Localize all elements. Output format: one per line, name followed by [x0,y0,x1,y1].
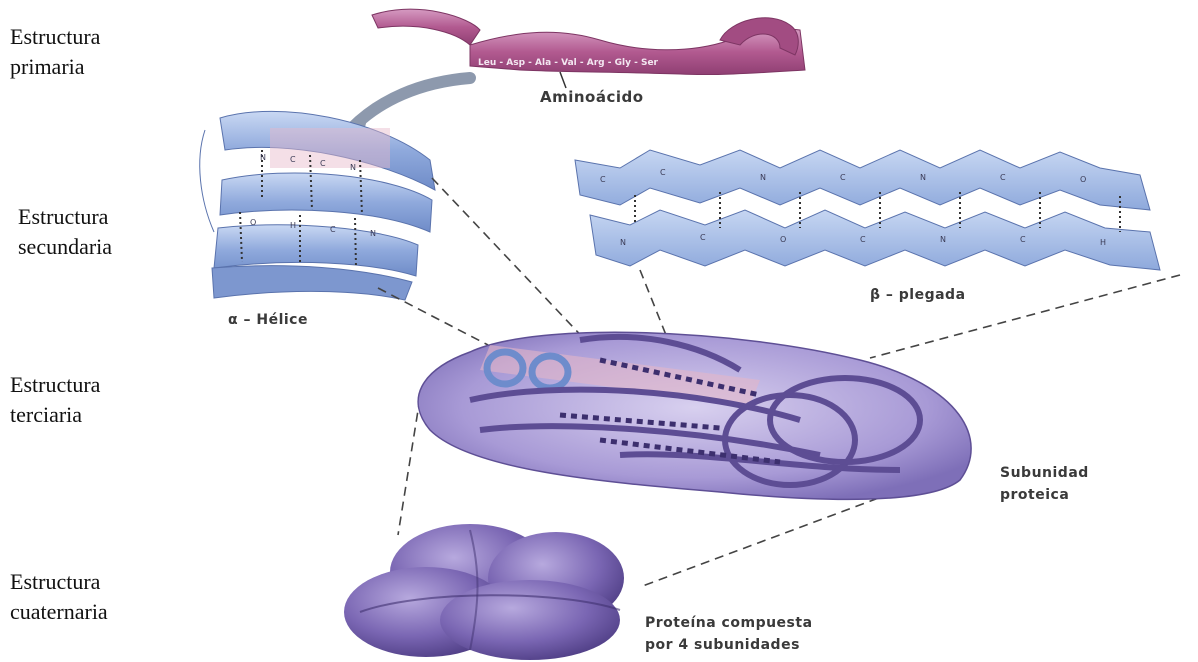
caption-beta-sheet: β – plegada [870,284,966,306]
primary-sequence-text: Leu - Asp - Ala - Val - Arg - Gly - Ser [478,58,659,68]
svg-text:N: N [620,238,626,247]
svg-text:C: C [290,155,296,164]
svg-text:O: O [1080,175,1086,184]
caption-protein-subunit: Subunidad proteica [1000,462,1089,506]
svg-text:O: O [780,235,786,244]
svg-text:C: C [1000,173,1006,182]
svg-text:N: N [760,173,766,182]
caption-amino-acid: Aminoácido [540,86,644,108]
svg-text:O: O [250,218,256,227]
caption-tetramer-protein: Proteína compuesta por 4 subunidades [645,612,813,656]
svg-text:C: C [320,159,326,168]
svg-text:N: N [370,229,376,238]
caption-alpha-helix: α – Hélice [228,309,308,331]
primary-ribbon: Leu - Asp - Ala - Val - Arg - Gly - Ser [372,9,805,88]
svg-text:C: C [860,235,866,244]
svg-text:C: C [660,168,666,177]
svg-text:C: C [600,175,606,184]
beta-sheet: C C N C N C O N C O C N C H [575,150,1160,270]
svg-text:H: H [290,221,296,230]
svg-text:C: C [330,225,336,234]
svg-text:N: N [940,235,946,244]
svg-text:C: C [840,173,846,182]
svg-text:C: C [1020,235,1026,244]
svg-text:N: N [920,173,926,182]
svg-text:N: N [350,163,356,172]
svg-text:N: N [260,153,266,162]
tertiary-structure [418,332,971,499]
svg-text:C: C [700,233,706,242]
svg-text:H: H [1100,238,1106,247]
alpha-helix: N C C N O H C N [200,111,435,300]
quaternary-structure [344,524,624,660]
